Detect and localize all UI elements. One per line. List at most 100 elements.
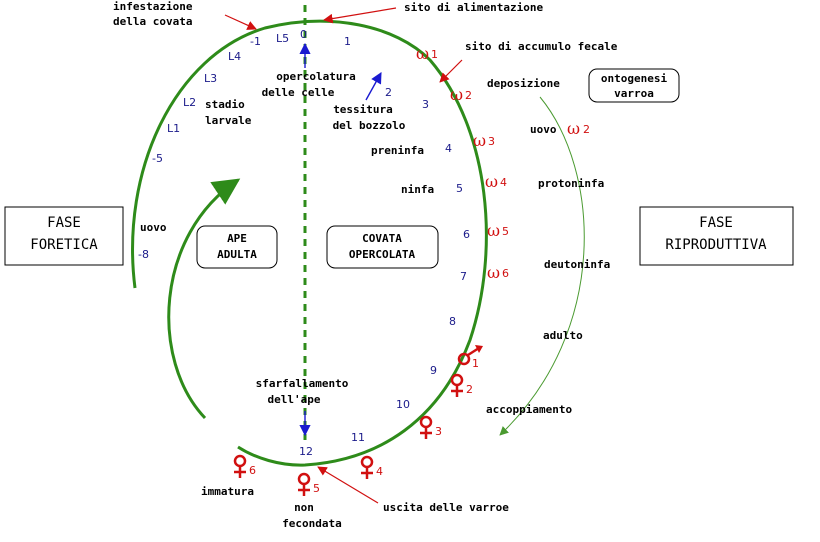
female-index: 6 — [249, 464, 256, 477]
omega-icon: ω — [485, 172, 498, 191]
female-index: 4 — [376, 465, 383, 478]
label-sfarfallamento-1: sfarfallamento — [256, 377, 349, 390]
label-fecondata: fecondata — [282, 517, 342, 530]
fase-foretica-box — [4, 206, 124, 266]
cycle-day-label: L4 — [228, 50, 241, 63]
arrow-sito-alimentazione — [323, 7, 397, 24]
label-infestazione-2: della covata — [113, 15, 192, 28]
cycle-day-label: 1 — [344, 35, 351, 48]
female-index: 3 — [435, 425, 442, 438]
female-index: 2 — [466, 383, 473, 396]
omega-icon: ω — [450, 85, 463, 104]
cycle-day-label: 4 — [445, 142, 452, 155]
label-opercolatura-2: delle celle — [262, 86, 335, 99]
ontogenesi-line2: varroa — [614, 87, 654, 100]
female-icon — [360, 455, 374, 469]
cycle-day-label: 3 — [422, 98, 429, 111]
omega-index: 2 — [583, 123, 590, 136]
cycle-day-label: 6 — [463, 228, 470, 241]
label-tessitura-1: tessitura — [333, 103, 393, 116]
cycle-outer-arc — [131, 19, 488, 467]
omega-icon: ω — [416, 44, 429, 63]
label-uovo-varroa: uovo — [530, 123, 557, 136]
covata-opercolata-line1: COVATA — [362, 232, 402, 245]
arrow-infestazione — [224, 14, 257, 30]
ape-adulta-box — [196, 225, 278, 269]
ontogenesis-arc — [499, 96, 585, 436]
ontogenesi-box — [588, 68, 680, 103]
label-preninfa: preninfa — [371, 144, 424, 157]
cycle-inner-arrow — [167, 178, 241, 420]
omega-icon: ω — [567, 119, 580, 138]
label-opercolatura-1: opercolatura — [276, 70, 355, 83]
cycle-day-label: L1 — [167, 122, 180, 135]
omega-index: 5 — [502, 225, 509, 238]
label-stadio: stadio — [205, 98, 245, 111]
cycle-day-label: L3 — [204, 72, 217, 85]
cycle-day-label: -5 — [152, 152, 163, 165]
omega-index: 2 — [465, 89, 472, 102]
cycle-day-label: 0 — [300, 28, 307, 41]
fase-riproduttiva-line2: RIPRODUTTIVA — [665, 237, 767, 253]
omega-icon: ω — [487, 221, 500, 240]
label-larvale: larvale — [205, 114, 252, 127]
omega-index: 3 — [488, 135, 495, 148]
label-tessitura-2: del bozzolo — [333, 119, 406, 132]
omega-index: 4 — [500, 176, 507, 189]
label-non: non — [294, 501, 314, 514]
fase-riproduttiva-line1: FASE — [699, 215, 733, 231]
ape-adulta-line1: APE — [227, 232, 247, 245]
female-symbols: 2 3 4 5 6 — [233, 373, 473, 496]
cycle-day-label: 11 — [351, 431, 365, 444]
label-uovo-cycle: uovo — [140, 221, 167, 234]
cycle-day-label: 12 — [299, 445, 313, 458]
female-icon — [419, 415, 433, 429]
covata-opercolata-line2: OPERCOLATA — [349, 248, 416, 261]
male-symbol-group: 1 — [457, 345, 483, 370]
covata-opercolata-box — [326, 225, 439, 269]
cycle-day-label: -8 — [138, 248, 149, 261]
label-sfarfallamento-2: dell'ape — [268, 393, 321, 406]
cycle-day-label: 5 — [456, 182, 463, 195]
cycle-day-label: 2 — [385, 86, 392, 99]
cycle-day-label: 8 — [449, 315, 456, 328]
ontogenesi-line1: ontogenesi — [601, 72, 668, 85]
cycle-day-label: L2 — [183, 96, 196, 109]
omega-index: 1 — [431, 48, 438, 61]
male-icon-head — [475, 345, 483, 353]
label-adulto: adulto — [543, 329, 583, 342]
male-icon — [457, 352, 471, 366]
arrow-uscita — [317, 466, 379, 504]
fase-foretica-line2: FORETICA — [30, 237, 98, 253]
label-infestazione-1: infestazione — [113, 0, 193, 13]
ape-adulta-line2: ADULTA — [217, 248, 257, 261]
label-deutoninfa: deutoninfa — [544, 258, 610, 271]
label-sito-alimentazione: sito di alimentazione — [404, 1, 543, 14]
fase-riproduttiva-box — [639, 206, 794, 266]
label-uscita: uscita delle varroe — [383, 501, 509, 514]
cycle-day-label: L5 — [276, 32, 289, 45]
female-index: 5 — [313, 482, 320, 495]
cycle-day-label: 10 — [396, 398, 410, 411]
fase-foretica-line1: FASE — [47, 215, 81, 231]
cycle-day-label: 9 — [430, 364, 437, 377]
arrow-tessitura — [365, 72, 382, 101]
label-immatura: immatura — [201, 485, 254, 498]
cycle-day-label: 7 — [460, 270, 467, 283]
arrow-sito-accumulo — [439, 59, 463, 83]
label-sito-accumulo: sito di accumulo fecale — [465, 40, 618, 53]
label-deposizione: deposizione — [487, 77, 560, 90]
omega-icon: ω — [473, 131, 486, 150]
female-icon — [233, 454, 247, 468]
female-icon — [450, 373, 464, 387]
omega-index: 6 — [502, 267, 509, 280]
label-ninfa: ninfa — [401, 183, 434, 196]
omega-icon: ω — [487, 263, 500, 282]
label-accoppiamento: accoppiamento — [486, 403, 572, 416]
male-index: 1 — [472, 357, 479, 370]
cycle-day-label: -1 — [250, 35, 261, 48]
female-icon — [297, 472, 311, 486]
